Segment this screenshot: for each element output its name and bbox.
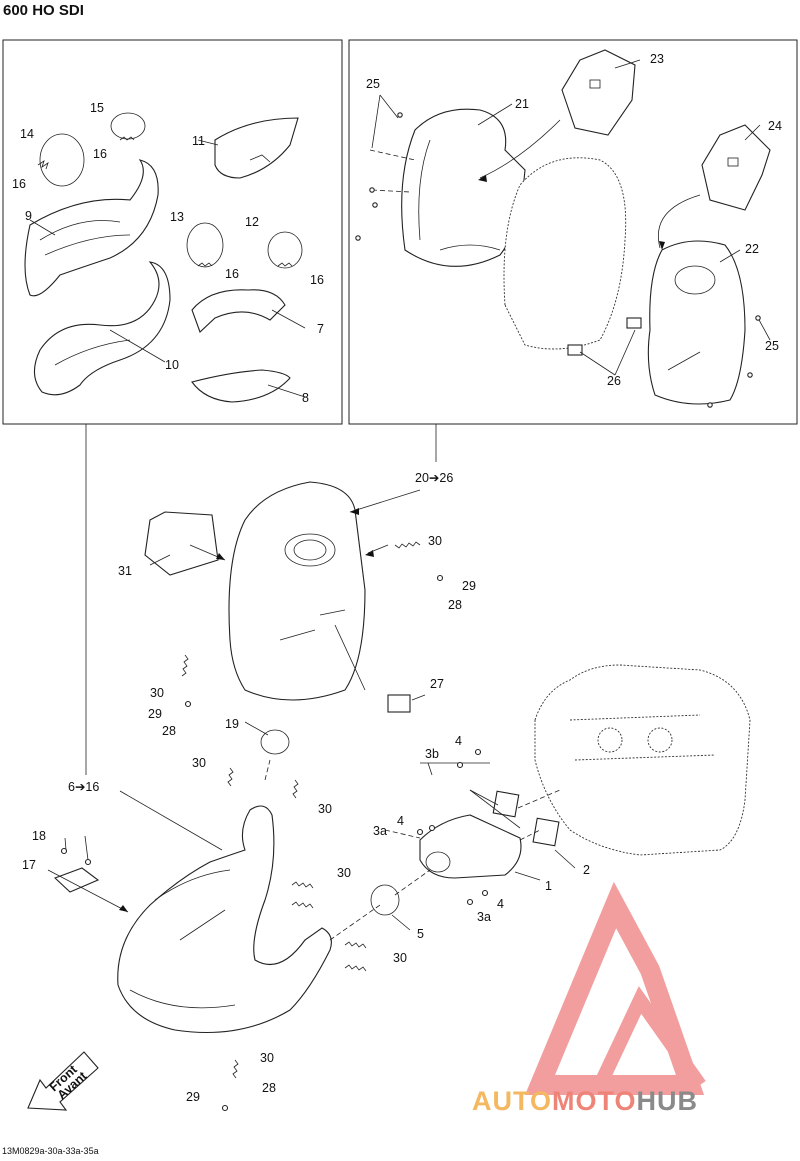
gasket-31-transfer-arrow	[367, 544, 389, 554]
muffler-inner-cover-21	[401, 108, 526, 267]
fasteners	[60, 112, 761, 1112]
callout-28c: 28	[262, 1081, 276, 1095]
watermark-brand: AUTOMOTOHUB	[472, 1086, 698, 1116]
elbow-shield-8	[191, 369, 291, 403]
inset-frame-right	[348, 39, 798, 425]
arrowheads	[119, 175, 665, 912]
gasket-23-transfer-arrow	[479, 119, 561, 179]
callout-30a: 30	[428, 534, 442, 548]
muffler-outer-cover-22	[647, 240, 746, 405]
callout-18: 18	[32, 829, 46, 843]
tuned-pipe-upper-shield	[24, 159, 159, 297]
mounting-bracket-17	[53, 867, 100, 893]
callout-28b: 28	[162, 724, 176, 738]
callout-17: 17	[22, 858, 36, 872]
callout-16d: 16	[310, 273, 324, 287]
callout-3a-a: 3a	[373, 824, 387, 838]
tuned-pipe-assembly	[117, 805, 332, 1034]
callout-16b: 16	[12, 177, 26, 191]
callout-1: 1	[545, 879, 552, 893]
callout-30d: 30	[318, 802, 332, 816]
callout-30e: 30	[337, 866, 351, 880]
callout-11: 11	[192, 134, 205, 148]
callout-31: 31	[118, 564, 132, 578]
callout-22: 22	[745, 242, 759, 256]
page-title: 600 HO SDI	[3, 2, 84, 19]
spring-clamps-inset	[37, 112, 303, 269]
callout-25a: 25	[366, 77, 380, 91]
callout-24: 24	[768, 119, 782, 133]
callout-27: 27	[430, 677, 444, 691]
callout-4c: 4	[497, 897, 504, 911]
callout-10: 10	[165, 358, 179, 372]
watermark-brand-hub: HUB	[637, 1086, 699, 1116]
heat-shield-11	[214, 117, 299, 179]
muffler-main	[228, 481, 366, 701]
front-direction-arrow: Front Avant	[27, 1051, 99, 1111]
callout-6-16: 6➔16	[68, 780, 99, 794]
tuned-pipe-lower-shield	[33, 261, 171, 396]
callout-4a: 4	[455, 734, 462, 748]
callout-3b: 3b	[425, 747, 439, 761]
engine-block-dashed	[534, 664, 751, 856]
sensor-clip-27	[387, 694, 411, 713]
callout-14: 14	[20, 127, 34, 141]
callouts: 15 14 16 16 11 9 13 12 16 16 7 10 8 25 2…	[12, 52, 782, 1104]
callout-21: 21	[515, 97, 529, 111]
callout-5: 5	[417, 927, 424, 941]
callout-29c: 29	[186, 1090, 200, 1104]
manifold-gaskets-2	[492, 790, 560, 847]
callout-30c: 30	[192, 756, 206, 770]
callout-13: 13	[170, 210, 184, 224]
watermark-brand-moto: MOTO	[552, 1086, 637, 1116]
callout-16c: 16	[225, 267, 239, 281]
callout-8: 8	[302, 391, 309, 405]
clips-26	[567, 317, 642, 356]
callout-19: 19	[225, 717, 239, 731]
exhaust-seal-5	[370, 884, 400, 916]
callout-29a: 29	[462, 579, 476, 593]
callout-20-26: 20➔26	[415, 471, 453, 485]
callout-4b: 4	[397, 814, 404, 828]
watermark-brand-auto: AUTO	[472, 1086, 552, 1116]
watermark-logo-mark	[525, 881, 706, 1095]
exhaust-manifold-1	[419, 814, 522, 879]
seal-ring-19	[260, 729, 290, 755]
gasket-24	[701, 124, 771, 211]
springs-30	[181, 541, 421, 1079]
gasket-24-transfer-arrow	[658, 194, 701, 249]
elbow-shield-7	[191, 289, 286, 333]
callout-23: 23	[650, 52, 664, 66]
inset-frame-left	[2, 39, 343, 425]
document-code: 13M0829a-30a-33a-35a	[2, 1146, 99, 1156]
callout-9: 9	[25, 209, 32, 223]
callout-28a: 28	[448, 598, 462, 612]
alignment-dashed-lines	[264, 149, 561, 941]
callout-30g: 30	[260, 1051, 274, 1065]
callout-7: 7	[317, 322, 324, 336]
callout-30b: 30	[150, 686, 164, 700]
muffler-gasket-31	[144, 511, 219, 576]
muffler-outline-dashed	[503, 157, 627, 350]
callout-25b: 25	[765, 339, 779, 353]
callout-30f: 30	[393, 951, 407, 965]
callout-16a: 16	[93, 147, 107, 161]
callout-12: 12	[245, 215, 259, 229]
callout-15: 15	[90, 101, 104, 115]
callout-2: 2	[583, 863, 590, 877]
callout-29b: 29	[148, 707, 162, 721]
callout-26: 26	[607, 374, 621, 388]
callout-3a-b: 3a	[477, 910, 491, 924]
gasket-23	[561, 49, 636, 136]
leader-lines	[29, 59, 771, 931]
